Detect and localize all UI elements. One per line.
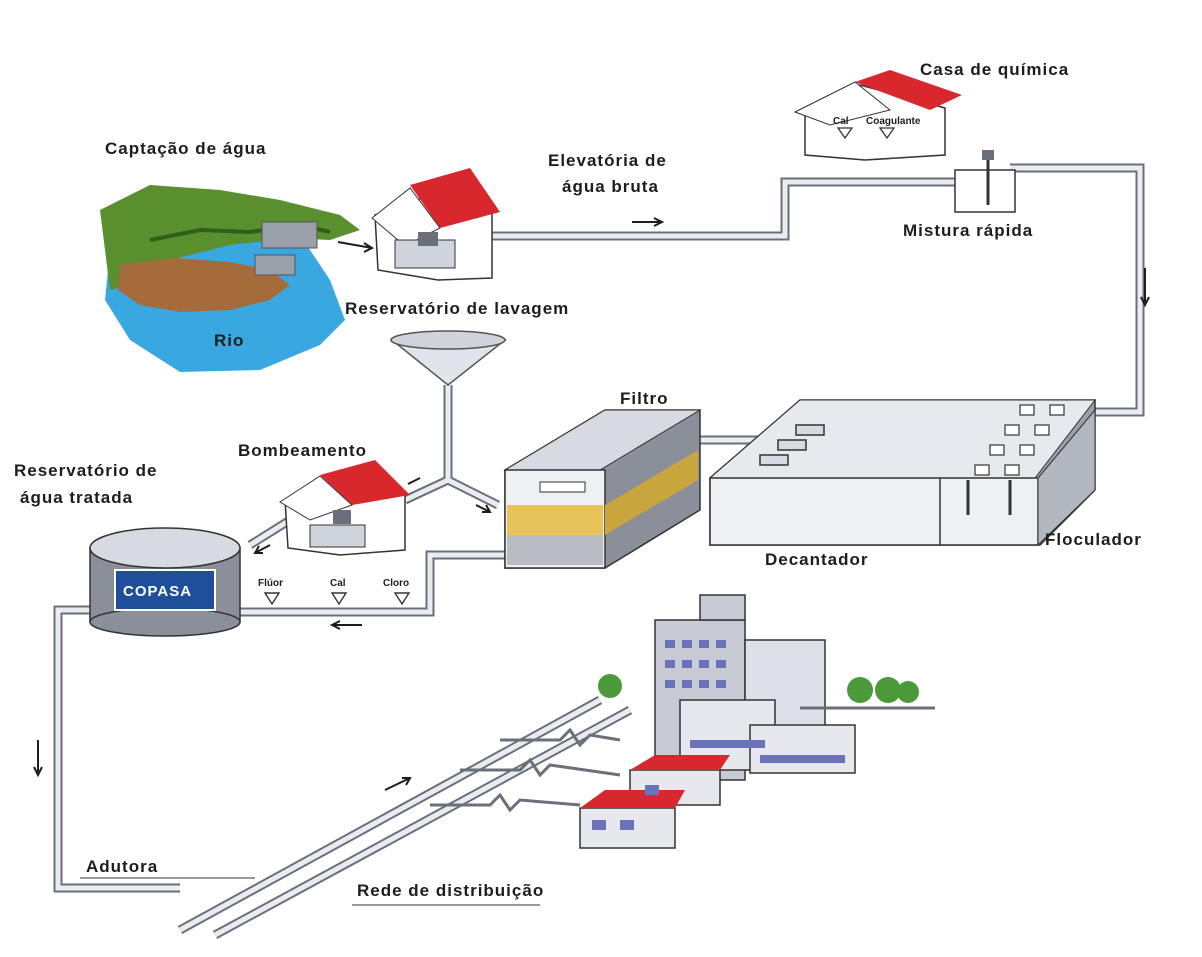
label-rede: Rede de distribuição (357, 881, 544, 900)
cloro-funnel (395, 593, 409, 604)
cal-bottom-funnel (332, 593, 346, 604)
label-filtro: Filtro (620, 389, 669, 408)
label-rio: Rio (214, 331, 244, 350)
filter-sand-layer (507, 505, 603, 535)
label-decantador: Decantador (765, 550, 869, 569)
arrow-pump-left (255, 545, 270, 553)
label-bombeamento: Bombeamento (238, 441, 367, 460)
mixing-to-floculator-pipe (1010, 168, 1140, 412)
arrow-distribution (385, 778, 410, 790)
label-elevatoria-1: Elevatória de (548, 151, 667, 170)
label-coagulante: Coagulante (866, 116, 921, 127)
wash-water-tower (391, 331, 505, 385)
label-copasa: COPASA (123, 583, 192, 600)
label-fluor: Flúor (258, 578, 283, 589)
arrow-reservoir-in (332, 621, 362, 629)
filter-tank (505, 410, 700, 568)
label-reservatorio-tratada-1: Reservatório de (14, 461, 158, 480)
city (580, 595, 935, 848)
label-reservatorio-lavagem: Reservatório de lavagem (345, 299, 569, 318)
arrow-tower-left (408, 478, 420, 484)
label-reservatorio-tratada-2: água tratada (20, 488, 133, 507)
label-casa-quimica: Casa de química (920, 60, 1069, 79)
arrow-tower-right (476, 505, 490, 512)
arrow-intake (338, 242, 372, 252)
label-cal-top: Cal (833, 116, 849, 127)
label-adutora: Adutora (86, 857, 158, 876)
label-cal-bottom: Cal (330, 578, 346, 589)
label-floculador: Floculador (1045, 530, 1142, 549)
wash-tower-pipe (405, 385, 498, 505)
rapid-mix-tank (955, 150, 1015, 212)
arrow-adutora-down (34, 740, 42, 775)
decanter-flocculator (710, 400, 1095, 545)
pump-house (280, 460, 410, 555)
treated-water-reservoir (90, 528, 240, 636)
label-captacao: Captação de água (105, 139, 267, 158)
adutora-pipe (58, 610, 180, 888)
intake-structure (262, 222, 317, 248)
label-elevatoria-2: água bruta (562, 177, 659, 196)
arrow-raw-water (632, 218, 662, 226)
dosing-funnels (265, 593, 409, 604)
chemical-house (795, 70, 962, 160)
fluor-funnel (265, 593, 279, 604)
label-cloro: Cloro (383, 578, 409, 589)
raw-water-pipe (490, 182, 960, 236)
raw-water-pump-house (372, 168, 500, 280)
label-mistura: Mistura rápida (903, 221, 1033, 240)
